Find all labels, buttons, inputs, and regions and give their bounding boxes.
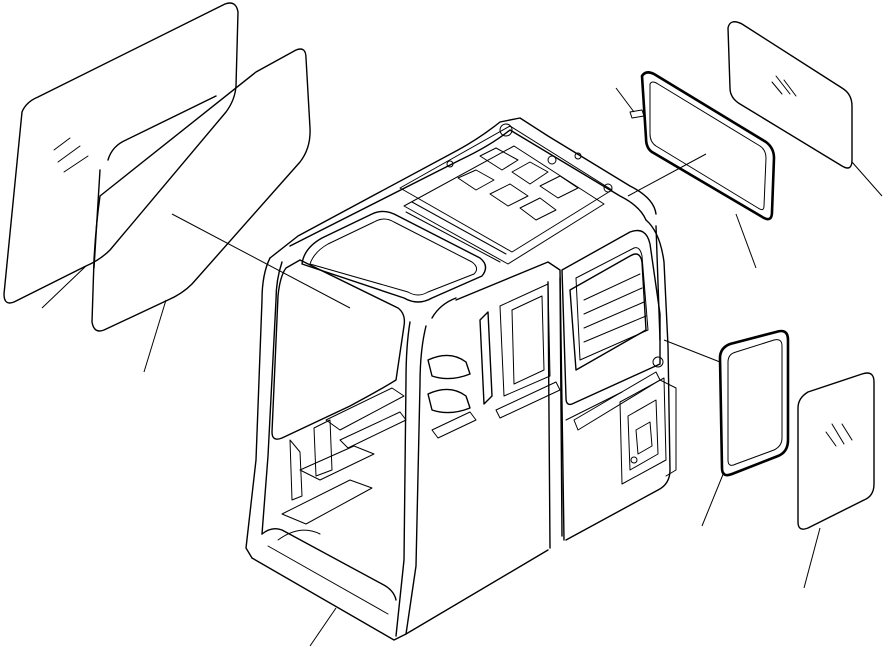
leader-line bbox=[851, 161, 883, 197]
front-upper-seal bbox=[91, 48, 351, 373]
cab-frame bbox=[245, 117, 677, 647]
leader-line bbox=[663, 339, 721, 363]
rear-glass bbox=[727, 21, 883, 197]
leader-line bbox=[309, 607, 337, 647]
side-glass-seal bbox=[663, 329, 790, 527]
leader-line bbox=[627, 153, 707, 197]
rear-glass-seal bbox=[615, 71, 776, 269]
leader-line bbox=[41, 265, 87, 309]
leader-line bbox=[701, 471, 725, 527]
leader-line bbox=[171, 213, 351, 309]
leader-line bbox=[803, 527, 821, 589]
leader-line bbox=[143, 299, 167, 373]
front-upper-glass bbox=[3, 2, 239, 309]
leader-line bbox=[735, 213, 757, 269]
side-glass bbox=[797, 372, 875, 589]
leader-line bbox=[615, 87, 635, 113]
